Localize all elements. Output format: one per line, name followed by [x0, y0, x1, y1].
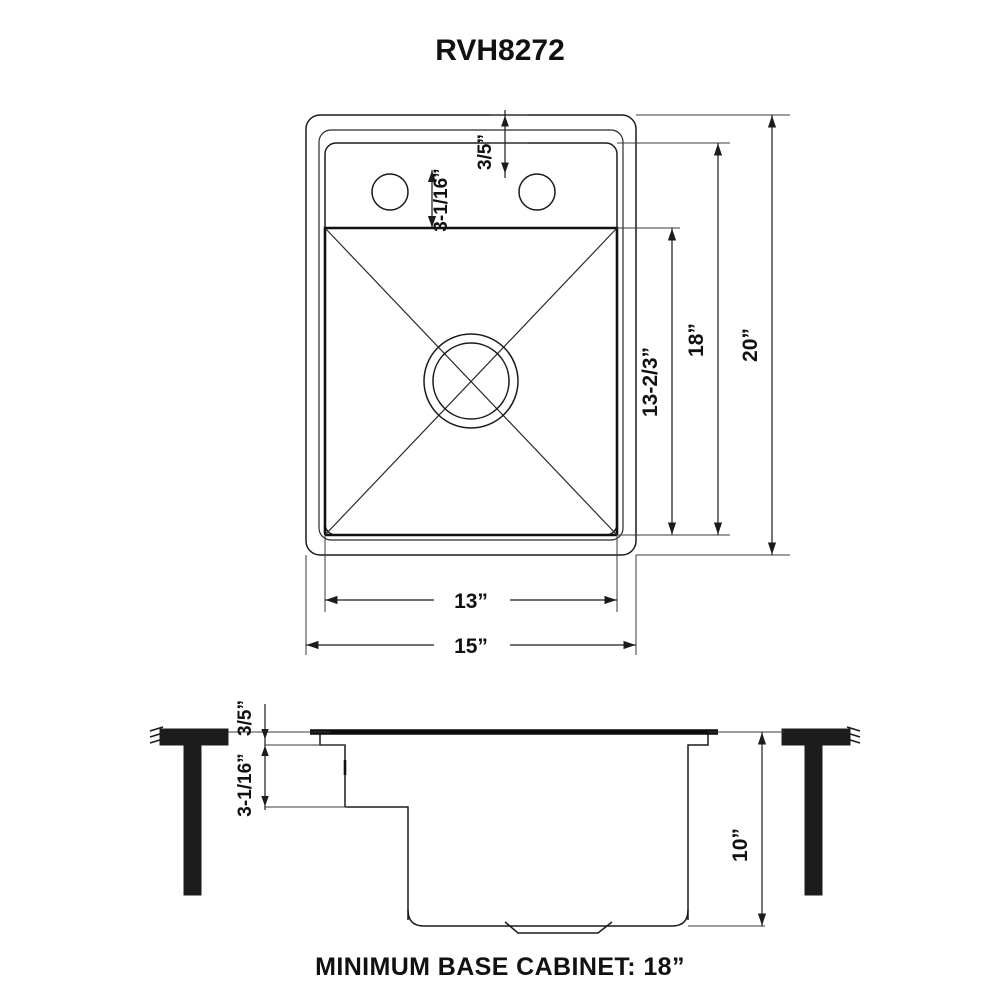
dim-label-deck: 3-1/16” — [431, 168, 452, 231]
drain-inner-circle — [432, 342, 510, 420]
arrow-15-right — [623, 640, 636, 650]
sink-basin-floor-outline — [323, 226, 619, 537]
drain-outer-circle — [423, 333, 519, 429]
post-right-top-bar — [781, 728, 851, 746]
post-right-hatch-1 — [846, 726, 861, 732]
dim-label-15-backing — [434, 630, 510, 658]
sink-drain-recess — [504, 921, 613, 934]
faucet-hole-left — [371, 173, 409, 211]
dim-label-15: 15” — [454, 635, 488, 658]
sink-basin-bottom — [407, 909, 689, 927]
arrow-20-up — [767, 115, 777, 128]
arrow-1323-up — [667, 228, 677, 241]
page-title: RVH8272 — [435, 34, 565, 67]
cabinet-post-right — [781, 726, 861, 896]
post-left-stem — [183, 744, 202, 896]
post-left-hatch-3 — [149, 738, 164, 744]
post-right-stem — [804, 744, 823, 896]
arrow-18-up — [713, 143, 723, 156]
dim-label-13-backing — [434, 585, 510, 613]
dim-label-20: 20” — [739, 328, 762, 362]
dim-label-10: 10” — [729, 828, 752, 862]
faucet-hole-right — [518, 173, 556, 211]
dim-label-18: 18” — [685, 323, 708, 357]
arrow-20-down — [767, 542, 777, 555]
caption-minimum-base-cabinet: MINIMUM BASE CABINET: 18” — [315, 953, 685, 981]
basin-slope-line-b — [324, 227, 618, 536]
sink-left-ledge — [345, 806, 409, 920]
sink-rim-inner-line — [318, 129, 624, 541]
cabinet-post-left — [149, 726, 229, 896]
arrow-15-left — [306, 640, 319, 650]
arrow-13-left — [325, 595, 338, 605]
arrow-deck-up — [427, 170, 437, 182]
dim-label-side-35: 3/5” — [235, 700, 256, 736]
arrow-deck-down — [427, 216, 437, 228]
arrow-side-35 — [261, 729, 269, 740]
arrow-1323-down — [667, 522, 677, 535]
arrow-18-down — [713, 522, 723, 535]
arrow-lip-up — [501, 115, 509, 127]
dim-label-1323: 13-2/3” — [639, 347, 662, 417]
arrow-side-deck-top — [261, 745, 269, 756]
arrow-13-right — [604, 595, 617, 605]
post-left-top-bar — [159, 728, 229, 746]
post-right-hatch-2 — [846, 732, 861, 738]
dim-label-13: 13” — [454, 590, 488, 613]
sink-right-wall — [687, 734, 709, 920]
side-view-group: 10” 3/5” 3-1/16” — [149, 700, 861, 934]
top-view-group: 3/5” 3-1/16” 13-2/3” 18” — [305, 110, 790, 658]
dim-label-lip: 3/5” — [475, 134, 496, 170]
arrow-side-deck-bottom — [261, 796, 269, 807]
arrow-10-down — [757, 913, 767, 926]
sink-rim-outline — [305, 114, 637, 556]
arrow-10-up — [757, 732, 767, 745]
post-right-hatch-3 — [846, 738, 861, 744]
post-left-hatch-1 — [149, 726, 164, 732]
sink-basin-outline — [324, 142, 618, 536]
arrow-lip-down — [501, 162, 509, 174]
dim-label-side-3116: 3-1/16” — [235, 753, 256, 816]
post-left-hatch-2 — [149, 732, 164, 738]
